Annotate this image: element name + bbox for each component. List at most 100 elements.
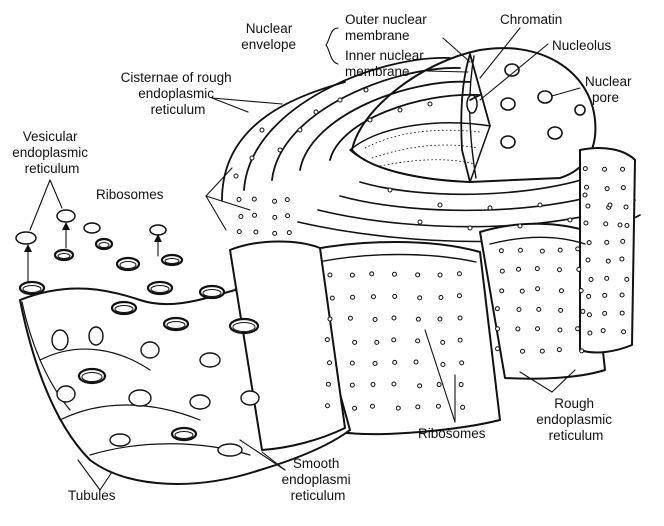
ribosome-dot <box>557 247 563 253</box>
ribosome-dot <box>391 315 397 321</box>
label-vesicular-er: Vesicular endoplasmic reticulum <box>12 129 92 176</box>
vesicle <box>149 224 167 236</box>
ribosome-dot <box>236 229 242 235</box>
ribosome-dot <box>369 271 375 277</box>
ribosome-dot <box>252 212 258 218</box>
ribosome-dot <box>586 240 592 246</box>
ribosome-dot <box>499 288 505 294</box>
ribosome-dot <box>277 147 283 153</box>
ribosome-dot <box>327 360 333 366</box>
ribosome-dot <box>556 267 562 273</box>
leader-ribosomes-bottom <box>424 329 456 423</box>
rough-er-edge <box>317 236 586 263</box>
ribosome-dot <box>337 97 343 103</box>
tube-lumen <box>150 285 170 293</box>
tube-lumen <box>164 258 180 264</box>
ribosome-dot <box>537 202 543 208</box>
ribosome-dot <box>587 330 593 336</box>
labels: Nuclear envelope Outer nuclear membrane … <box>12 12 632 503</box>
ribosome-dot <box>272 198 278 204</box>
nuclear-pore <box>547 126 563 140</box>
smooth-er-holes <box>51 326 260 457</box>
ribosome-dot <box>233 173 239 179</box>
ribosome-dot <box>284 197 290 203</box>
ribosome-dot <box>619 256 625 262</box>
label-outer-nuclear-membrane: Outer nuclear membrane <box>345 12 431 43</box>
ribosome-dot <box>582 192 588 198</box>
ribosome-dot <box>535 326 541 332</box>
ribosome-dot <box>588 276 594 282</box>
ribosome-dot <box>536 306 542 312</box>
ribosome-dot <box>467 225 473 231</box>
label-rough-er: Rough endoplasmic reticulum <box>536 396 616 443</box>
ribosome-dot <box>387 187 393 193</box>
ribosome-dot <box>534 266 540 272</box>
ribosome-dot <box>567 217 573 223</box>
ribosome-dot <box>297 127 303 133</box>
ribosome-dot <box>584 184 590 190</box>
ribosome-dot <box>585 257 591 263</box>
ribosomes <box>233 87 630 411</box>
ribosome-dot <box>620 185 626 191</box>
ribosome-dot <box>440 361 446 367</box>
ribosome-dot <box>367 117 373 123</box>
ribosome-dot <box>272 214 278 220</box>
ribosome-dot <box>272 230 278 236</box>
ribosome-dot <box>329 295 335 301</box>
ribosome-dot <box>586 293 592 299</box>
ribosome-dot <box>575 246 581 252</box>
label-chromatin: Chromatin <box>500 12 562 27</box>
ribosome-dot <box>249 155 255 161</box>
ribosome-dot <box>437 316 443 322</box>
nucleus-wedge-cut <box>460 53 491 183</box>
leader-tubules <box>99 471 113 491</box>
ribosome-dot <box>363 87 369 93</box>
vesicle <box>83 222 101 234</box>
leader-ribosomes <box>205 167 233 197</box>
ribosome-dot <box>579 348 585 354</box>
ribosome-dot <box>623 204 629 210</box>
tube-opening <box>198 284 226 300</box>
ribosome-dot <box>621 329 627 335</box>
tube-lumen <box>57 253 71 259</box>
ribosome-dot <box>585 203 591 209</box>
ribosome-dot <box>602 310 608 316</box>
ribosome-dot <box>578 288 584 294</box>
tube-opening <box>162 316 190 332</box>
ribosome-dot <box>324 403 330 409</box>
network-hole <box>88 326 104 346</box>
ribosome-dot <box>498 248 504 254</box>
ribosome-dot <box>324 337 330 343</box>
ribosome-dot <box>519 348 525 354</box>
ribosome-dot <box>372 317 378 323</box>
ribosome-dot <box>557 327 563 333</box>
leader-rough-er <box>551 369 576 393</box>
smooth-er-network <box>19 240 351 485</box>
ribosome-dot <box>459 360 465 366</box>
leader-vesicular <box>49 179 63 209</box>
ribosome-dot <box>517 223 523 229</box>
ribosome-dot <box>516 266 522 272</box>
ribosome-dot <box>535 286 541 292</box>
label-smooth-er: Smooth endoplasmi reticulum <box>282 456 355 503</box>
ribosome-dot <box>607 202 613 208</box>
ribosome-dot <box>580 308 586 314</box>
ribosome-dot <box>251 196 257 202</box>
ribosome-dot <box>620 166 626 172</box>
ribosome-dot <box>556 347 562 353</box>
ribosome-dot <box>539 348 545 354</box>
vesicles <box>15 209 167 245</box>
ribosome-dot <box>391 381 397 387</box>
ribosome-dot <box>325 381 331 387</box>
ribosome-dot <box>440 339 446 345</box>
tube-lumen <box>119 261 137 269</box>
nuclear-envelope-brace <box>325 27 339 65</box>
tube-lumen <box>174 431 194 439</box>
leader-ribosomes <box>205 195 251 211</box>
ribosome-dot <box>624 276 630 282</box>
label-ribosomes-bottom: Ribosomes <box>418 426 486 441</box>
ribosome-dot <box>413 359 419 365</box>
leader-cisternae <box>211 97 283 105</box>
